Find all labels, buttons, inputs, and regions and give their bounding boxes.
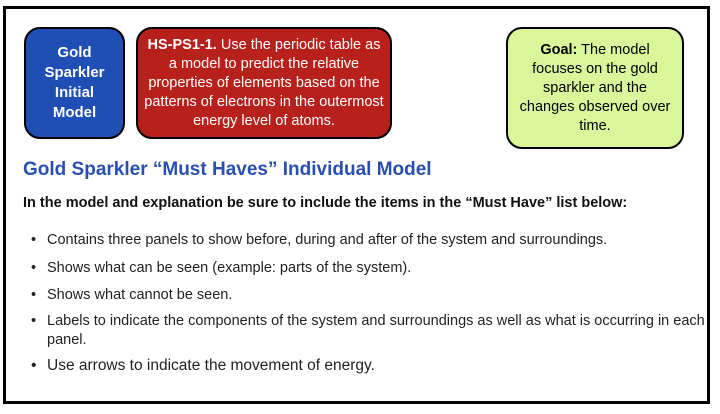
standard-box: HS-PS1-1. Use the periodic table as a mo…	[136, 27, 392, 139]
goal-box-content: Goal: The model focuses on the gold spar…	[514, 41, 676, 136]
goal-label: Goal:	[540, 41, 578, 58]
list-item: • Labels to indicate the components of th…	[31, 312, 711, 350]
bullet-icon: •	[31, 287, 37, 303]
list-item-text: Contains three panels to show before, du…	[47, 232, 608, 248]
standard-box-content: HS-PS1-1. Use the periodic table as a mo…	[144, 36, 384, 131]
section-heading: Gold Sparkler “Must Haves” Individual Mo…	[23, 159, 432, 180]
list-item-text: Use arrows to indicate the movement of e…	[47, 357, 375, 374]
must-have-list: • Contains three panels to show before, d…	[31, 231, 711, 375]
list-item-text: Shows what cannot be seen.	[47, 287, 233, 303]
list-item-text: Labels to indicate the components of the…	[47, 313, 705, 348]
list-item: • Contains three panels to show before, d…	[31, 231, 711, 250]
goal-box: Goal: The model focuses on the gold spar…	[506, 27, 684, 149]
title-box: Gold Sparkler Initial Model	[24, 27, 125, 139]
standard-text: Use the periodic table as a model to pre…	[144, 36, 384, 129]
list-item: • Shows what cannot be seen.	[31, 286, 711, 305]
bullet-icon: •	[31, 357, 37, 374]
standard-code: HS-PS1-1.	[147, 36, 217, 53]
list-item-text: Shows what can be seen (example: parts o…	[47, 260, 412, 276]
page-frame: Gold Sparkler Initial Model HS-PS1-1. Us…	[3, 6, 710, 404]
title-box-text: Gold Sparkler Initial Model	[44, 44, 105, 121]
list-item: • Use arrows to indicate the movement of …	[31, 356, 711, 375]
bullet-icon: •	[31, 232, 37, 248]
list-item: • Shows what can be seen (example: parts …	[31, 259, 711, 278]
bullet-icon: •	[31, 313, 37, 329]
instructions-text: In the model and explanation be sure to …	[23, 195, 628, 211]
goal-text: The model focuses on the gold sparkler a…	[519, 41, 671, 134]
bullet-icon: •	[31, 260, 37, 276]
